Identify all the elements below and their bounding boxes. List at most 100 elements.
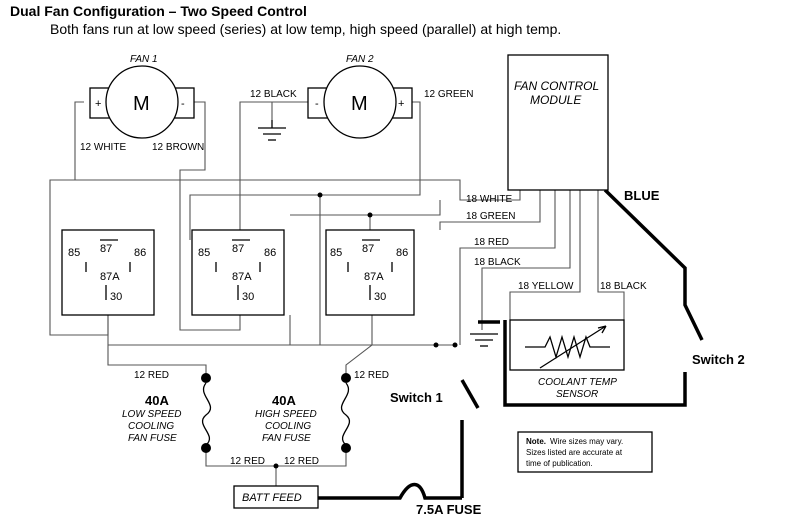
relay-3: 85 87 86 87A 30 [325, 229, 415, 316]
wire-12-black-relay [239, 101, 308, 235]
fuse-high-l1: HIGH SPEED [255, 409, 317, 420]
wire-relay2-to-relay3 [290, 200, 441, 216]
switch1-wire [460, 379, 480, 409]
junctions [273, 192, 458, 469]
switch2-wire [503, 320, 687, 407]
fuse-7-5a-wire [318, 482, 462, 500]
note-line-1: Wire sizes may vary. [550, 437, 623, 446]
relay-1-30: 30 [110, 291, 122, 303]
label-18-white: 18 WHITE [466, 194, 512, 205]
fan-2-motor-symbol: M [351, 93, 368, 115]
thick-wires [318, 188, 704, 500]
relay-1-box [61, 229, 155, 316]
note-line-3: time of publication. [526, 459, 593, 468]
fuse-low-link [201, 382, 212, 446]
batt-feed: BATT FEED [233, 485, 319, 509]
wire-18-red [459, 190, 556, 345]
fuse-low-terminal-bottom [201, 443, 211, 453]
label-18-yellow: 18 YELLOW [518, 281, 574, 292]
fan-1-label: FAN 1 [130, 54, 158, 65]
wire-18-green [439, 190, 541, 230]
page-title: Dual Fan Configuration – Two Speed Contr… [10, 3, 307, 19]
coolant-temp-sensor: COOLANT TEMP SENSOR [509, 319, 625, 400]
fuse-high-terminal-top [341, 373, 351, 383]
annotation-7-5a-fuse: 7.5A FUSE [416, 502, 482, 517]
relay-3-box [325, 229, 415, 316]
label-12-red-left: 12 RED [134, 370, 169, 381]
fuse-high-l3: FAN FUSE [262, 433, 311, 444]
module-label-1: FAN CONTROL [514, 79, 599, 93]
relay-3-87a: 87A [364, 271, 384, 283]
label-12-brown: 12 BROWN [152, 142, 204, 153]
wire-12-green [189, 101, 421, 240]
relay-1-87a: 87A [100, 271, 120, 283]
note-frame [517, 431, 653, 473]
relay-3-30: 30 [374, 291, 386, 303]
relay-2-box [191, 229, 285, 316]
fuse-low-l3: FAN FUSE [128, 433, 177, 444]
module-box [507, 54, 609, 191]
wire-12-brown [179, 101, 241, 331]
annotation-switch-1: Switch 1 [390, 390, 443, 405]
fan-1-neg: - [181, 98, 185, 110]
fan-2-pos: + [398, 98, 404, 110]
wire-18-black-b [597, 190, 625, 320]
fuse-low-rating: 40A [145, 393, 169, 408]
relay-3-86: 86 [396, 247, 408, 259]
relay-1-86: 86 [134, 247, 146, 259]
fuse-low-l1: LOW SPEED [122, 409, 181, 420]
fan-2-label: FAN 2 [346, 54, 374, 65]
relay-1: 85 87 86 87A 30 [61, 229, 155, 316]
fuse-low-l2: COOLING [128, 421, 174, 432]
fan-control-module: FAN CONTROL MODULE [507, 54, 609, 191]
fuse-high-l2: COOLING [265, 421, 311, 432]
wire-relay3-30 [345, 290, 373, 375]
fuse-high-terminal-bottom [341, 443, 351, 453]
fan-1-motor [105, 65, 179, 139]
ground-symbol-2 [470, 320, 500, 347]
thermistor-arrow [539, 325, 607, 369]
note-box: Note. Wire sizes may vary. Sizes listed … [517, 431, 653, 473]
annotation-switch-2: Switch 2 [692, 352, 745, 367]
module-label-2: MODULE [530, 93, 582, 107]
note-line-2: Sizes listed are accurate at [526, 448, 623, 457]
annotation-blue: BLUE [624, 188, 660, 203]
label-18-green: 18 GREEN [466, 211, 515, 222]
fan-2-neg: - [315, 98, 319, 110]
relay-2-30: 30 [242, 291, 254, 303]
wire-18-white [55, 179, 521, 201]
fuse-low-speed: 40A LOW SPEED COOLING FAN FUSE [122, 373, 212, 453]
sensor-label-1: COOLANT TEMP [538, 377, 617, 388]
relay-2-87: 87 [232, 243, 244, 255]
relay-2-87a: 87A [232, 271, 252, 283]
fuse-high-speed: 40A HIGH SPEED COOLING FAN FUSE [255, 373, 351, 453]
relay-3-85: 85 [330, 247, 342, 259]
relay-1-85: 85 [68, 247, 80, 259]
wire-relay1-to-fuse [107, 345, 207, 375]
label-18-black-b: 18 BLACK [600, 281, 647, 292]
batt-feed-label: BATT FEED [242, 492, 302, 504]
blue-wire [603, 188, 704, 341]
fuse-high-rating: 40A [272, 393, 296, 408]
wire-labels: 12 WHITE 12 BROWN 12 BLACK 12 GREEN 18 W… [80, 89, 647, 467]
label-12-red-bot-b: 12 RED [284, 456, 319, 467]
relay-3-87: 87 [362, 243, 374, 255]
fan-1-pos: + [95, 98, 101, 110]
thermistor-symbol [525, 334, 610, 360]
label-12-white: 12 WHITE [80, 142, 126, 153]
label-12-red-bot-a: 12 RED [230, 456, 265, 467]
fuse-low-terminal-top [201, 373, 211, 383]
fan-2-motor [323, 65, 397, 139]
wire-12-black [271, 101, 308, 120]
batt-feed-box [233, 485, 319, 509]
fan-1-motor-symbol: M [133, 93, 150, 115]
page-subtitle: Both fans run at low speed (series) at l… [50, 21, 562, 37]
sensor-label-2: SENSOR [556, 389, 598, 400]
fuse-high-link [340, 382, 351, 446]
fan-1: FAN 1 M + - [89, 54, 195, 139]
relay-2-86: 86 [264, 247, 276, 259]
wire-18-black-a [481, 190, 571, 330]
label-12-black: 12 BLACK [250, 89, 297, 100]
relay-2: 85 87 86 87A 30 [191, 229, 285, 316]
